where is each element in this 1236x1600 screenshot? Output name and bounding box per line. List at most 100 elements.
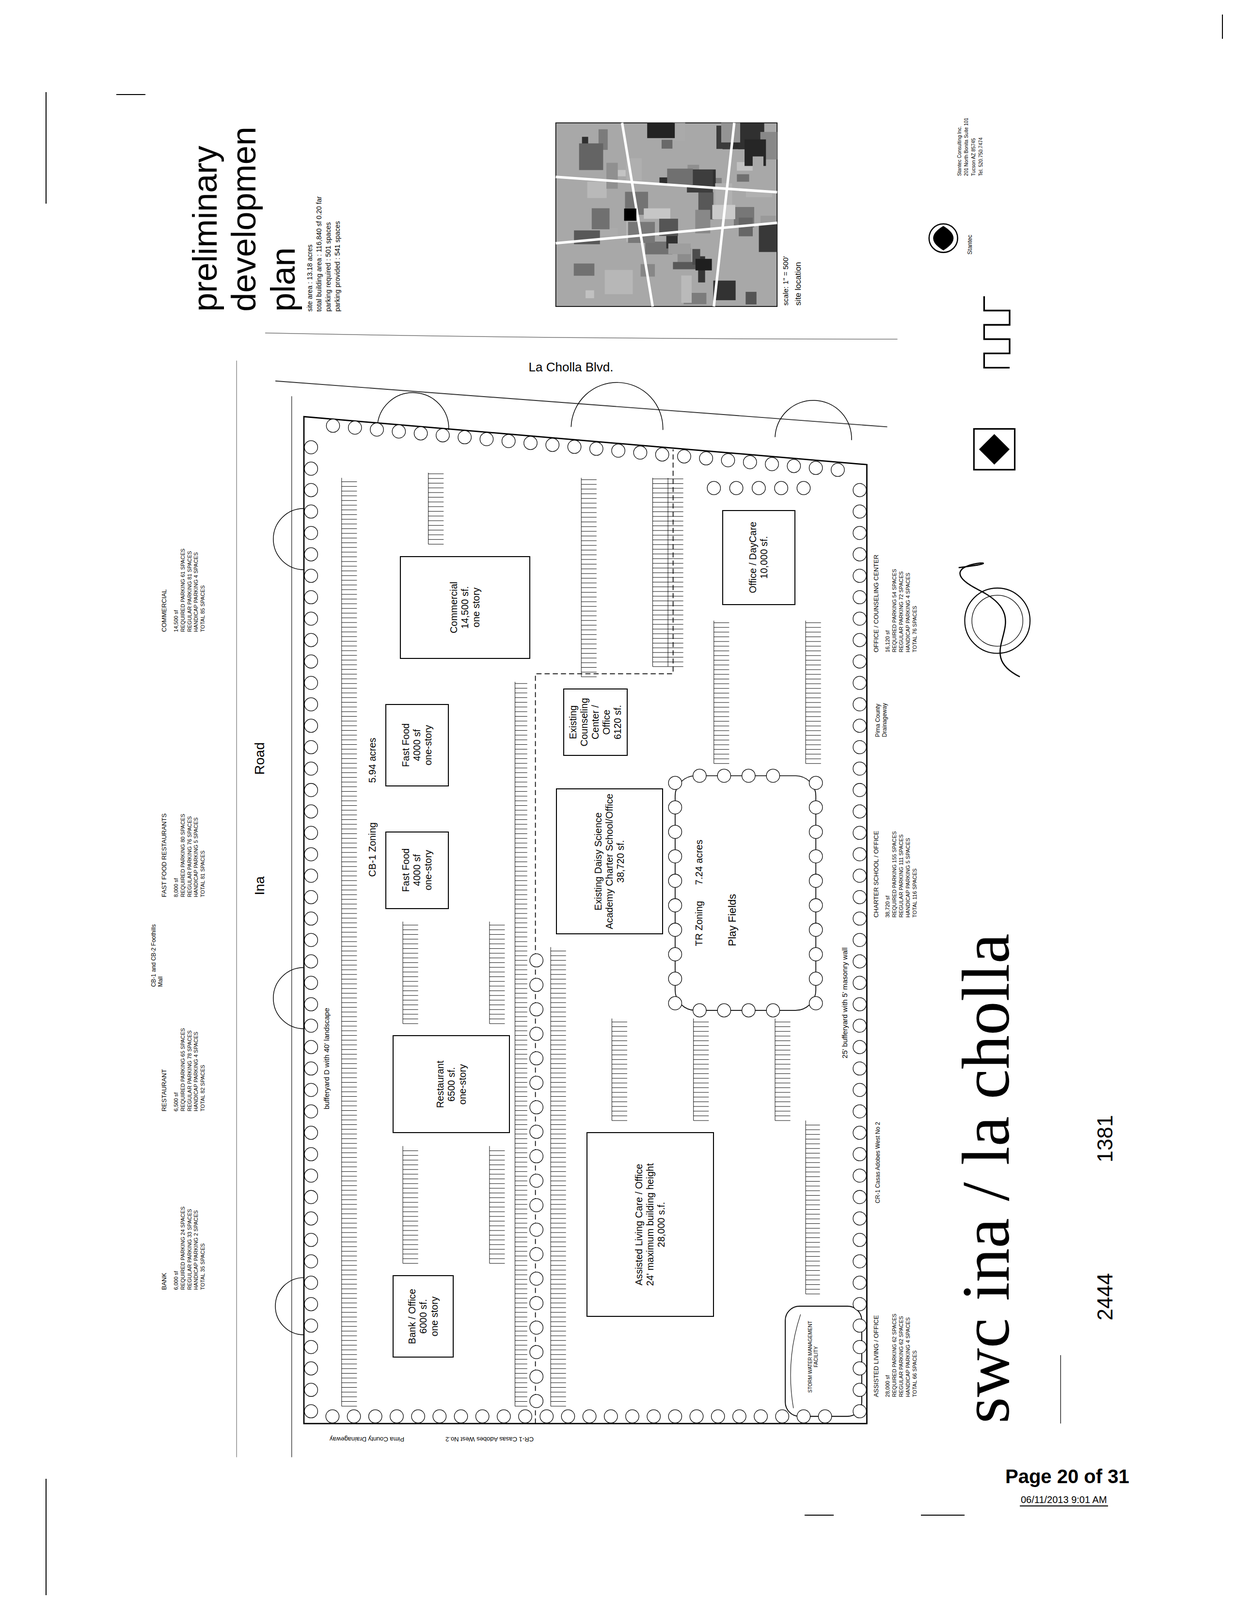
parking-stalls: [667, 477, 684, 667]
tree-symbol: [655, 447, 669, 461]
driveway: [273, 508, 304, 570]
tree-symbol: [458, 430, 472, 444]
parking-table-cell: 8,000 sf: [173, 876, 180, 898]
tree-symbol: [668, 922, 682, 936]
tree-symbol: [809, 776, 823, 790]
tree-symbol: [529, 1271, 543, 1285]
tree-symbol: [853, 911, 867, 925]
generated-plan-elements: [304, 122, 867, 1423]
firm-logo-mark: [979, 433, 1010, 465]
tree-symbol: [853, 1018, 867, 1032]
tree-symbol: [853, 783, 867, 797]
tree-symbol: [326, 418, 340, 432]
tree-symbol: [853, 1404, 867, 1418]
tree-symbol: [502, 434, 516, 448]
tree-symbol: [304, 1168, 318, 1182]
tree-symbol: [529, 1247, 543, 1261]
tree-symbol: [809, 898, 823, 912]
tree-symbol: [304, 1018, 318, 1032]
parking-table-cell: TOTAL 76 SPACES: [911, 604, 919, 653]
zoning-label: TR Zoning: [693, 899, 705, 947]
parking-table-cell: REQUIRED PARKING 61 SPACES: [179, 547, 187, 633]
parking-table-cell: REQUIRED PARKING 54 SPACES: [891, 568, 898, 654]
table-heading: BANK: [160, 1271, 169, 1291]
building-text-group: Office / DayCare10,000 sf.: [747, 513, 770, 602]
table-heading: COMMERCIAL: [160, 587, 169, 633]
tree-symbol: [853, 997, 867, 1011]
tree-symbol: [853, 1275, 867, 1289]
margin-line: [45, 1478, 47, 1595]
parking-stalls: [402, 1145, 419, 1264]
building-label: 10,000 sf.: [758, 513, 770, 602]
map-scale: scale: 1" = 500': [781, 254, 790, 307]
tree-symbol: [304, 1361, 318, 1375]
building-label: one-story: [422, 707, 434, 783]
building-label: one-story: [422, 835, 434, 905]
tree-symbol: [523, 436, 538, 450]
tree-symbol: [529, 1222, 543, 1236]
tree-symbol: [539, 1409, 554, 1423]
tree-symbol: [304, 954, 318, 968]
road-edge: [265, 332, 898, 340]
parking-table-cell: REGULAR PARKING 78 SPACES: [186, 1029, 193, 1112]
tree-symbol: [304, 1318, 318, 1332]
parking-table-cell: REGULAR PARKING 33 SPACES: [186, 1207, 193, 1291]
parking-stalls: [515, 681, 528, 1406]
tree-symbol: [304, 1340, 318, 1354]
parking-stalls: [713, 620, 730, 764]
driveway: [273, 967, 304, 1029]
building-label: one story: [428, 1278, 441, 1354]
plan-heading: preliminary developmen plan: [185, 76, 303, 313]
map-block: [661, 139, 673, 149]
map-block: [752, 156, 764, 181]
tree-symbol: [668, 1409, 682, 1423]
tree-symbol: [348, 420, 362, 434]
building-text-group: Existing Counseling Center / Office6120 …: [567, 692, 624, 752]
tree-symbol: [304, 868, 318, 882]
building-box: Existing Daisy Science Academy Charter S…: [555, 788, 664, 935]
parking-table-cell: HANDICAP PARKING 2 SPACES: [192, 1208, 200, 1291]
tree-symbol: [529, 1198, 543, 1212]
tree-symbol: [475, 1409, 490, 1423]
tree-symbol: [853, 1233, 867, 1247]
tree-symbol: [853, 504, 867, 518]
building-label: 6500 sf.: [445, 1038, 458, 1129]
parking-table-cell: TOTAL 82 SPACES: [199, 1063, 206, 1112]
tree-symbol: [368, 1409, 382, 1423]
tree-symbol: [529, 1027, 543, 1041]
tree-symbol: [529, 1100, 543, 1114]
tree-symbol: [853, 1082, 867, 1096]
tree-symbol: [689, 1409, 703, 1423]
bufferyard-note: bufferyard D with 40' landscape: [322, 1006, 331, 1110]
map-block: [668, 243, 691, 254]
tree-symbol: [831, 462, 845, 476]
street-name: La Cholla Blvd.: [527, 360, 615, 375]
parking-table-cell: TOTAL 35 SPACES: [199, 1241, 206, 1291]
recording-number: 2444: [1093, 1271, 1118, 1322]
tree-symbol: [774, 481, 788, 495]
tree-symbol: [711, 1409, 725, 1423]
tree-symbol: [304, 1104, 318, 1118]
tree-symbol: [304, 1275, 318, 1289]
tree-symbol: [304, 804, 318, 818]
parking-table-cell: HANDICAP PARKING 4 SPACES: [192, 551, 200, 633]
firm-address: Stantec Consulting Inc.: [956, 125, 963, 177]
tree-symbol: [721, 453, 735, 467]
tree-symbol: [304, 1233, 318, 1247]
tree-symbol: [529, 1173, 543, 1188]
tree-symbol: [529, 1345, 543, 1359]
building-text-group: Restaurant6500 sf.one-story: [434, 1038, 469, 1129]
table-heading: ASSISTED LIVING / OFFICE: [872, 1313, 881, 1398]
tree-symbol: [853, 1189, 867, 1204]
tree-symbol: [677, 449, 691, 463]
tree-symbol: [853, 1211, 867, 1225]
map-block: [579, 143, 604, 171]
building-label: 38,720 sf.: [615, 792, 627, 931]
margin-line: [920, 1514, 965, 1516]
parking-table-cell: REQUIRED PARKING 80 SPACES: [179, 812, 187, 898]
driveway: [570, 382, 663, 430]
tree-symbol: [809, 971, 823, 985]
road-edge: [275, 380, 888, 428]
building-label: Restaurant: [434, 1038, 446, 1129]
tree-symbol: [529, 1051, 543, 1065]
